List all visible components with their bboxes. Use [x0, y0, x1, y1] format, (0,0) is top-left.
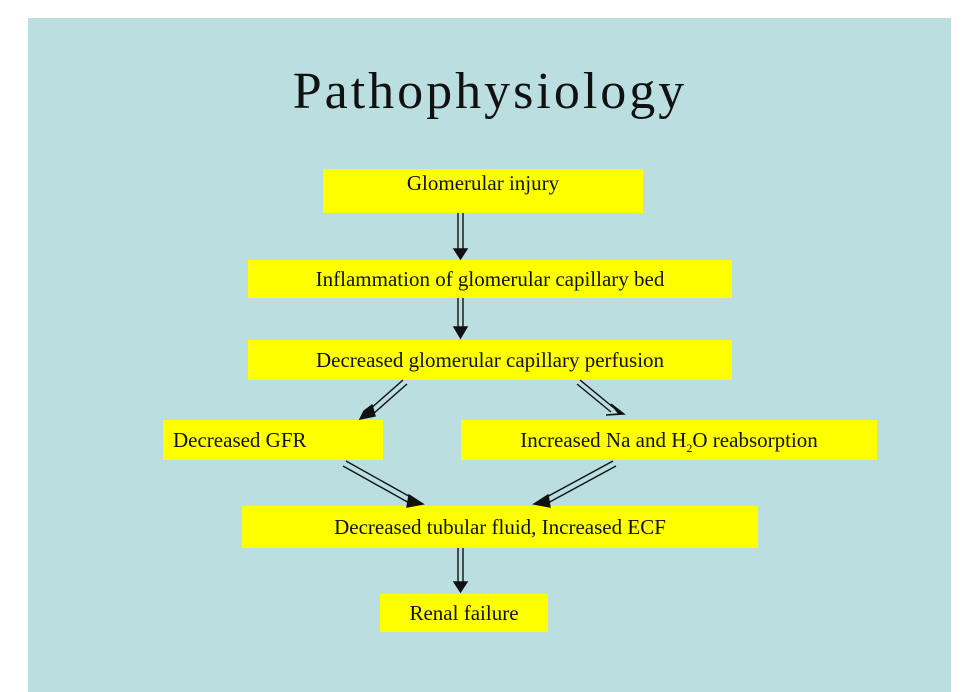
node-increased-reabsorption: Increased Na and H2O reabsorption	[461, 420, 877, 460]
node-decreased-tubular-fluid-label: Decreased tubular fluid, Increased ECF	[334, 514, 666, 539]
node-inflammation: Inflammation of glomerular capillary bed	[248, 260, 732, 298]
node-decreased-gfr-label: Decreased GFR	[173, 427, 307, 452]
node-glomerular-injury: Glomerular injury	[323, 169, 643, 213]
node-decreased-gfr: Decreased GFR	[163, 420, 383, 460]
reabsorption-text-suffix: O reabsorption	[692, 427, 818, 452]
node-glomerular-injury-label: Glomerular injury	[406, 170, 560, 195]
node-renal-failure: Renal failure	[380, 594, 548, 632]
node-renal-failure-label: Renal failure	[409, 600, 519, 625]
slide-title: Pathophysiology	[292, 63, 688, 120]
node-decreased-tubular-fluid: Decreased tubular fluid, Increased ECF	[242, 506, 758, 548]
node-inflammation-label: Inflammation of glomerular capillary bed	[315, 266, 665, 291]
reabsorption-text-prefix: Increased Na and H	[520, 427, 687, 452]
node-decreased-perfusion: Decreased glomerular capillary perfusion	[248, 340, 732, 380]
reabsorption-text-subscript: 2	[686, 440, 693, 455]
node-decreased-perfusion-label: Decreased glomerular capillary perfusion	[315, 347, 665, 372]
node-increased-reabsorption-label: Increased Na and H2O reabsorption	[520, 427, 818, 455]
